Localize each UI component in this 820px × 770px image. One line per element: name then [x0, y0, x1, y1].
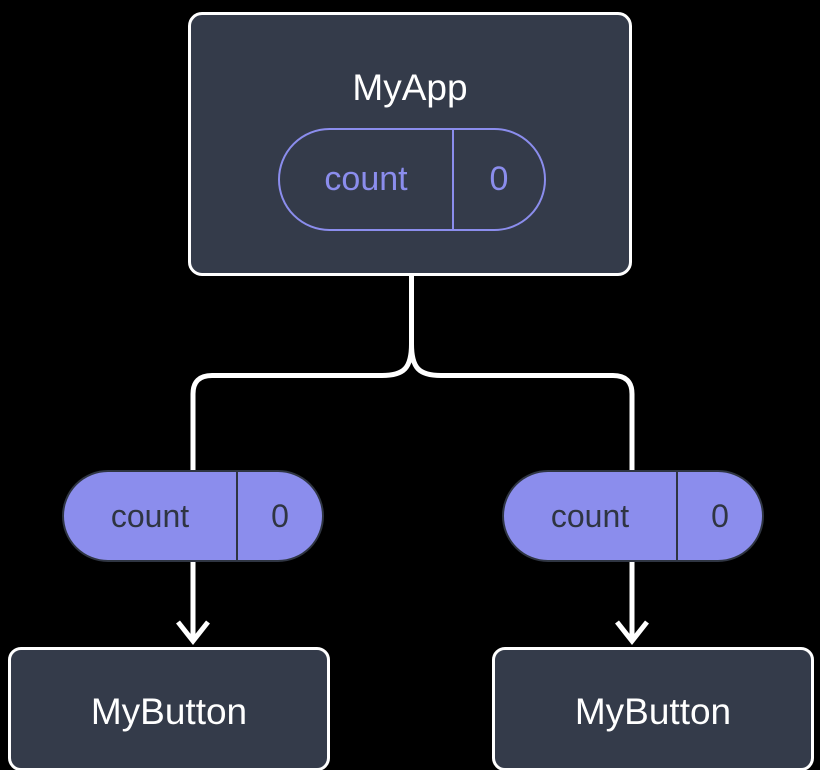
component-node-mybutton-left[interactable]: MyButton [8, 647, 330, 770]
prop-pill-right[interactable]: count 0 [502, 470, 764, 562]
component-name-mybutton-left: MyButton [90, 691, 248, 732]
state-pill-root-key: count [280, 130, 454, 229]
prop-pill-right-key: count [504, 472, 678, 560]
prop-pill-right-value: 0 [711, 497, 729, 534]
prop-pill-left-value: 0 [271, 497, 289, 534]
state-pill-root-value: 0 [489, 160, 509, 198]
state-pill-root[interactable]: count 0 [278, 128, 546, 231]
prop-pill-left-key: count [64, 472, 238, 560]
component-name-myapp: MyApp [352, 67, 468, 108]
arrow-head-left-icon [176, 620, 210, 646]
arrow-head-right-icon [615, 620, 649, 646]
prop-pill-left[interactable]: count 0 [62, 470, 324, 562]
component-name-mybutton-right: MyButton [574, 691, 732, 732]
component-node-mybutton-right[interactable]: MyButton [492, 647, 814, 770]
